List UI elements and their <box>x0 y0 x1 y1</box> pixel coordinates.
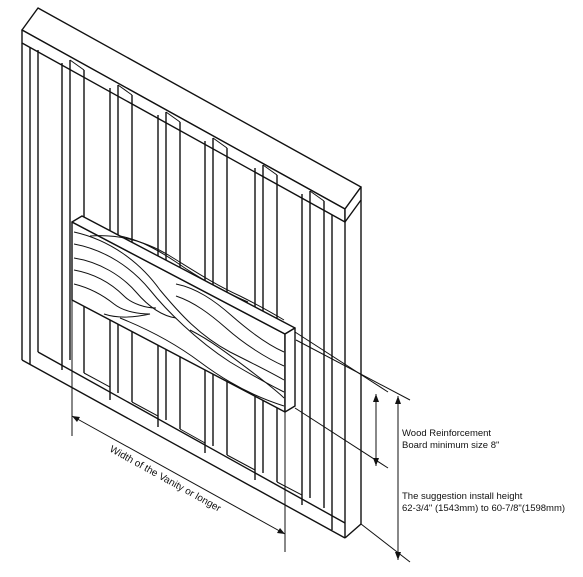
vanity-width-dimension <box>71 300 286 552</box>
board-size-label-line2: Board minimum size 8" <box>402 440 500 451</box>
install-height-label-line1: The suggestion install height <box>402 491 523 502</box>
install-height-label-line2: 62-3/4" (1543mm) to 60-7/8"(1598mm) <box>402 503 566 514</box>
top-plate <box>21 7 362 223</box>
board-size-label: Wood Reinforcement Board minimum size 8" <box>402 428 499 452</box>
board-size-label-line1: Wood Reinforcement <box>402 428 492 439</box>
vanity-width-label: Width of the Vanity or longer <box>108 444 224 515</box>
wood-grain <box>73 231 285 407</box>
board-size-dimension <box>294 331 389 469</box>
install-height-label: The suggestion install height 62-3/4" (1… <box>402 491 565 515</box>
wood-reinforcement-board <box>71 215 296 413</box>
wall-frame-outline <box>21 43 362 539</box>
install-height-dimension <box>295 339 411 563</box>
